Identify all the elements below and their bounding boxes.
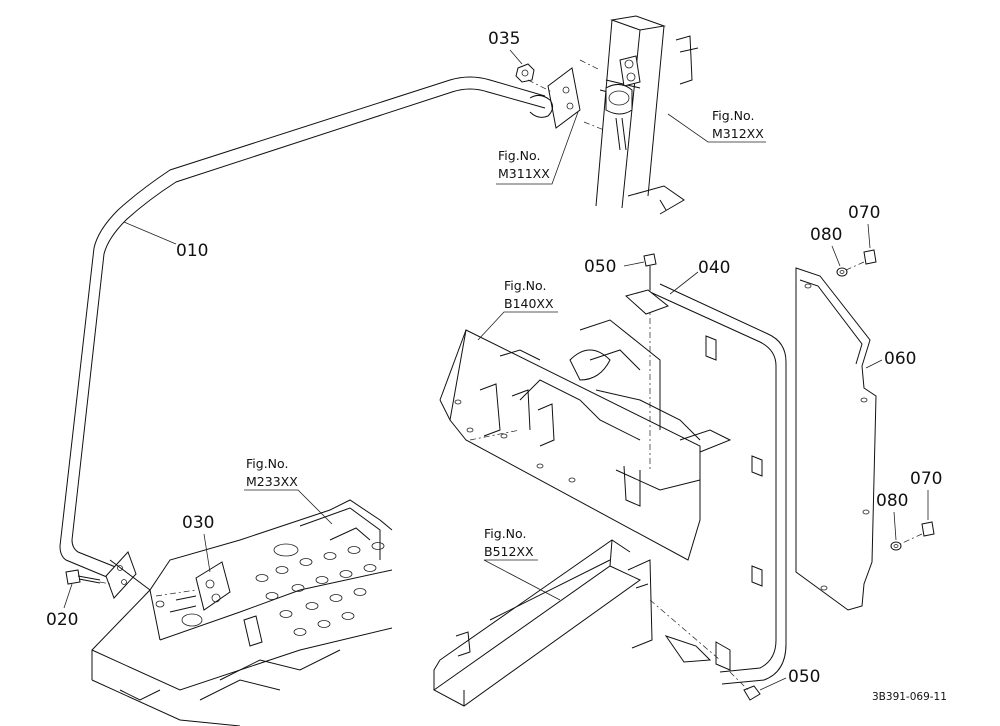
part-number-080-bottom: 080 [876,491,908,511]
screw-070-bottom [899,521,935,545]
fig-ref-b512-prefix: Fig.No. [484,526,526,541]
grab-bar-010 [59,76,546,581]
part-number-070-bottom: 070 [910,469,942,489]
fig-ref-m233-code: M233XX [246,474,298,489]
bolt-020 [65,569,111,585]
part-number-060: 060 [884,349,916,369]
seat-base [91,499,393,726]
floor-holes [255,542,385,636]
center-panel [439,290,732,561]
part-number-020: 020 [46,610,78,630]
fig-ref-b512-code: B512XX [484,544,534,559]
label-070-top: 070 [848,203,880,249]
fig-ref-b140-prefix: Fig.No. [504,278,546,293]
bolt-050-top [643,253,657,290]
fig-ref-m311-prefix: Fig.No. [498,148,540,163]
side-cover-060 [795,267,877,611]
fig-ref-b140: Fig.No. B140XX [477,278,558,341]
bolt-050-bottom [729,671,761,701]
label-050-bottom: 050 [759,667,820,691]
label-020: 020 [46,583,78,630]
fig-ref-m312-code: M312XX [712,126,764,141]
label-010: 010 [123,221,208,261]
fig-ref-b140-code: B140XX [504,296,554,311]
part-number-010: 010 [176,241,208,261]
frame-post [579,15,699,215]
part-number-070-top: 070 [848,203,880,223]
fig-ref-m233: Fig.No. M233XX [244,456,333,525]
part-number-050-top: 050 [584,257,616,277]
part-number-030: 030 [182,513,214,533]
part-number-050-bottom: 050 [788,667,820,687]
bracket-030 [155,561,231,613]
drawing-code: 3B391-069-11 [872,691,947,703]
fig-ref-m312: Fig.No. M312XX [667,108,766,143]
label-080-top: 080 [810,225,842,267]
floor-rail [433,539,721,707]
nut-035 [515,63,553,93]
screw-070-top [845,249,877,271]
label-040: 040 [669,258,730,295]
label-070-bottom: 070 [910,469,942,520]
fig-ref-b512: Fig.No. B512XX [483,526,561,601]
label-080-bottom: 080 [876,491,908,541]
center-panel-holes [454,399,576,483]
label-050-top: 050 [584,257,645,277]
label-030: 030 [182,513,214,573]
bar-bottom-bracket [105,551,137,599]
label-060: 060 [865,349,916,369]
fig-ref-m233-prefix: Fig.No. [246,456,288,471]
washer-080-bottom [890,541,902,551]
support-pipe-040 [624,283,787,685]
washer-080-top [836,267,848,277]
bar-top-bracket [529,67,581,129]
fig-ref-m312-prefix: Fig.No. [712,108,754,123]
part-number-080-top: 080 [810,225,842,245]
label-035: 035 [488,29,523,65]
fig-ref-m311-code: M311XX [498,166,550,181]
fig-ref-m311: Fig.No. M311XX [496,111,579,185]
part-number-035: 035 [488,29,520,49]
part-number-040: 040 [698,258,730,278]
